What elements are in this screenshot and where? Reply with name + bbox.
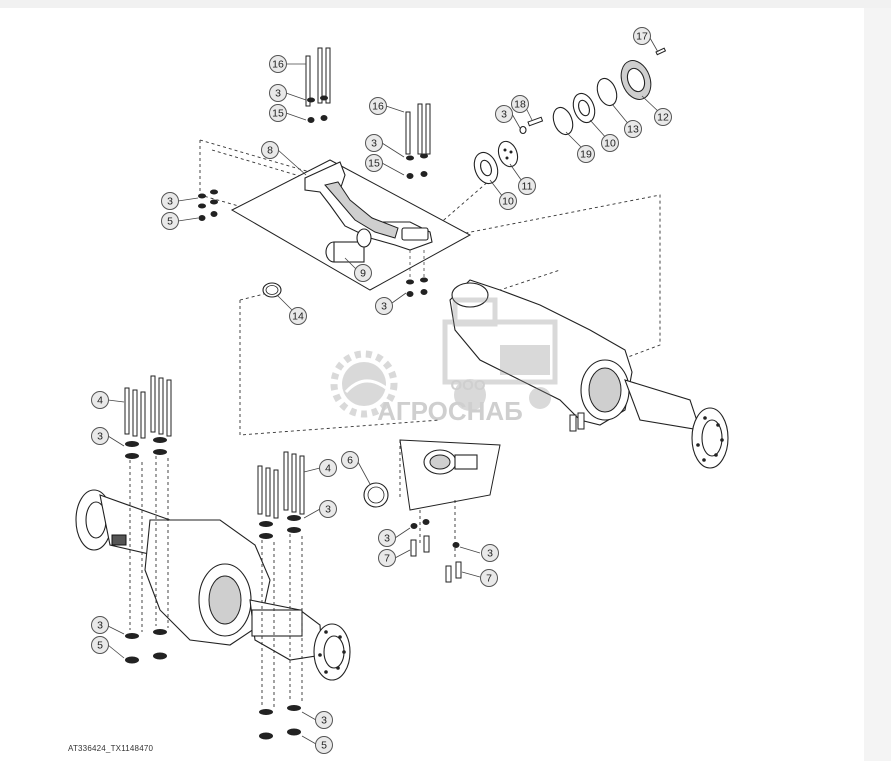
callout-label: 4 — [325, 463, 331, 475]
callout-label: 6 — [347, 455, 353, 467]
disc-stack — [473, 47, 667, 185]
axle-housing-right — [449, 279, 729, 469]
callout-17: 17 — [633, 27, 651, 45]
long-bolts-left — [124, 375, 172, 664]
figure-code: AT336424_TX1148470 — [68, 744, 154, 753]
callout-3: 3 — [365, 134, 383, 152]
callout-10: 10 — [601, 134, 619, 152]
callout-label: 16 — [272, 59, 284, 71]
callout-label: 3 — [371, 138, 377, 150]
callout-label: 16 — [372, 101, 384, 113]
callout-label: 8 — [267, 145, 273, 157]
callout-3: 3 — [319, 500, 337, 518]
callout-7: 7 — [480, 569, 498, 587]
callout-label: 5 — [321, 740, 327, 752]
callout-10: 10 — [499, 192, 517, 210]
callout-bubbles: 16 3 15 8 3 5 16 3 15 9 14 3 18 3 10 11 19 10 13 12 17 4 3 4 3 6 3… — [91, 27, 672, 754]
callout-3: 3 — [161, 192, 179, 210]
callout-label: 13 — [627, 124, 639, 136]
callout-label: 19 — [580, 149, 592, 161]
callout-label: 3 — [487, 548, 493, 560]
callout-label: 3 — [97, 620, 103, 632]
callout-3: 3 — [378, 529, 396, 547]
callout-16: 16 — [269, 55, 287, 73]
callout-4: 4 — [91, 391, 109, 409]
callout-6: 6 — [341, 451, 359, 469]
callout-14: 14 — [289, 307, 307, 325]
callout-label: 10 — [604, 138, 616, 150]
callout-label: 3 — [321, 715, 327, 727]
callout-16: 16 — [369, 97, 387, 115]
upper-bolts-right — [405, 103, 431, 179]
callout-15: 15 — [269, 104, 287, 122]
callout-3: 3 — [91, 427, 109, 445]
scrollbar-track[interactable] — [864, 8, 891, 761]
callout-label: 17 — [636, 31, 648, 43]
callout-3: 3 — [481, 544, 499, 562]
callout-9: 9 — [354, 264, 372, 282]
callout-13: 13 — [624, 120, 642, 138]
bushing — [325, 228, 372, 263]
callout-3: 3 — [315, 711, 333, 729]
callout-label: 3 — [325, 504, 331, 516]
callout-label: 3 — [384, 533, 390, 545]
callout-3: 3 — [375, 297, 393, 315]
callout-label: 10 — [502, 196, 514, 208]
watermark-prefix: ООО — [450, 377, 485, 394]
callout-label: 18 — [514, 99, 526, 111]
callout-3: 3 — [91, 616, 109, 634]
callout-7: 7 — [378, 549, 396, 567]
callout-label: 3 — [381, 301, 387, 313]
callout-8: 8 — [261, 141, 279, 159]
callout-label: 14 — [292, 311, 304, 323]
axle-housing-left — [75, 489, 351, 681]
lower-nut-stack — [406, 250, 428, 297]
callout-5: 5 — [161, 212, 179, 230]
callout-label: 15 — [368, 158, 380, 170]
callout-label: 4 — [97, 395, 103, 407]
callout-label: 3 — [501, 109, 507, 121]
watermark-brand: АГРОСНАБ — [377, 396, 523, 426]
callout-label: 5 — [97, 640, 103, 652]
bracket-assembly — [230, 159, 472, 291]
callout-5: 5 — [315, 736, 333, 754]
gear-logo-icon — [330, 350, 398, 418]
diagram-sheet — [0, 8, 864, 761]
callout-3: 3 — [495, 105, 513, 123]
callout-label: 3 — [275, 88, 281, 100]
callout-19: 19 — [577, 145, 595, 163]
callout-label: 7 — [486, 573, 492, 585]
callout-5: 5 — [91, 636, 109, 654]
callout-15: 15 — [365, 154, 383, 172]
callout-4: 4 — [319, 459, 337, 477]
callout-label: 12 — [657, 112, 669, 124]
callout-11: 11 — [518, 177, 536, 195]
callout-18: 18 — [511, 95, 529, 113]
callout-label: 9 — [360, 268, 366, 280]
watermark: ООО АГРОСНАБ — [330, 297, 558, 426]
left-nut-stack — [198, 189, 218, 221]
callout-label: 11 — [522, 181, 533, 193]
callout-3: 3 — [269, 84, 287, 102]
callout-label: 7 — [384, 553, 390, 565]
callout-label: 15 — [272, 108, 284, 120]
long-bolts-right — [257, 451, 305, 740]
callout-12: 12 — [654, 108, 672, 126]
upper-bolts-left — [305, 47, 331, 123]
callout-label: 5 — [167, 216, 173, 228]
callout-label: 3 — [97, 431, 103, 443]
callout-label: 3 — [167, 196, 173, 208]
center-bracket — [363, 439, 501, 583]
harvester-logo-icon — [442, 297, 558, 411]
